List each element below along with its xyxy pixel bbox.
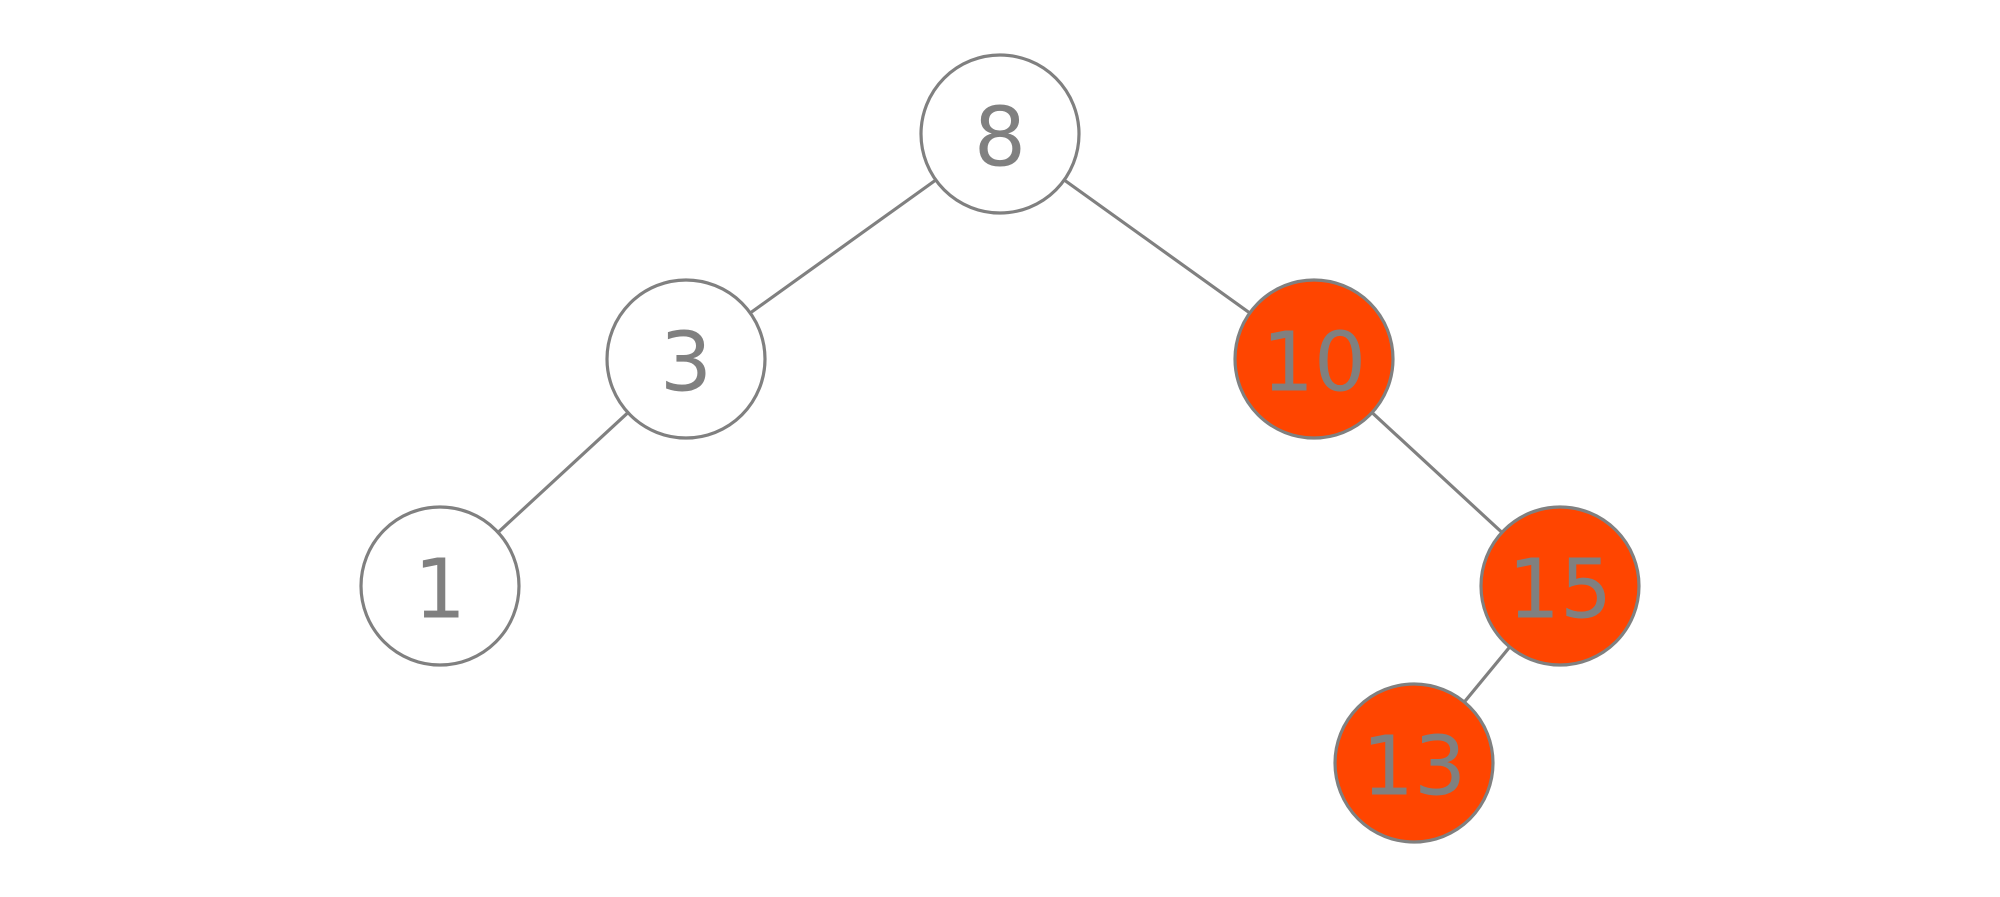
tree-node-13: 13 — [1333, 682, 1495, 844]
node-label-8: 8 — [974, 91, 1026, 186]
node-circle-10 — [1233, 278, 1395, 440]
tree-nodes: 8 3 10 1 15 13 — [359, 53, 1641, 844]
node-circle-8 — [919, 53, 1081, 215]
node-label-15: 15 — [1508, 543, 1612, 638]
tree-node-3: 3 — [605, 278, 767, 440]
node-label-13: 13 — [1362, 720, 1466, 815]
tree-node-15: 15 — [1479, 505, 1641, 667]
node-circle-13 — [1333, 682, 1495, 844]
tree-node-1: 1 — [359, 505, 521, 667]
node-label-10: 10 — [1262, 316, 1366, 411]
node-label-3: 3 — [660, 316, 712, 411]
tree-edges — [438, 132, 1562, 765]
node-circle-1 — [359, 505, 521, 667]
tree-node-10: 10 — [1233, 278, 1395, 440]
tree-node-8: 8 — [919, 53, 1081, 215]
node-label-1: 1 — [414, 543, 466, 638]
node-circle-15 — [1479, 505, 1641, 667]
node-circle-3 — [605, 278, 767, 440]
